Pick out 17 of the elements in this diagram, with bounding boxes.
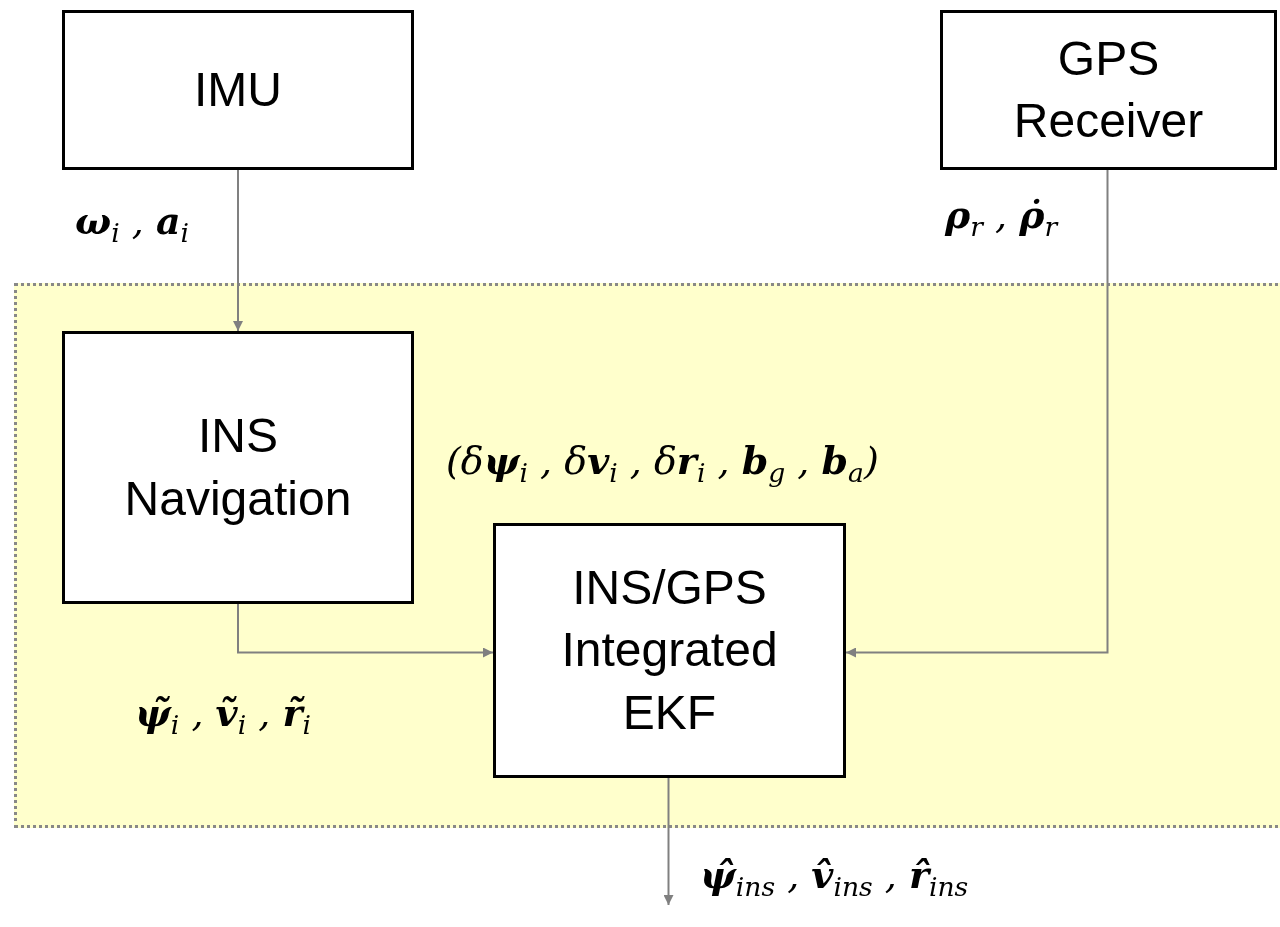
- arrow: [233, 169, 243, 332]
- arrow: [237, 603, 494, 658]
- edge-label: ρ$_{r}$ , ρ̇$_{r}$: [945, 192, 1058, 242]
- process-box: [62, 10, 414, 170]
- process-box: [62, 331, 414, 604]
- edge-label: ψ̃$_{i}$ , ṽ$_{i}$ , r̃$_{i}$: [135, 690, 311, 740]
- edge-label: ω$_{i}$ , a$_{i}$: [75, 198, 190, 248]
- highlight-region: [14, 283, 1280, 828]
- process-box: [940, 10, 1277, 170]
- arrow: [845, 169, 1109, 658]
- edge-label: ψ̂$_{ins}$ , v̂$_{ins}$ , r̂$_{ins}$: [700, 852, 969, 902]
- box-label: IMU: [194, 61, 282, 118]
- box-label: GPS Receiver: [1013, 30, 1204, 149]
- arrow: [663, 777, 674, 906]
- state-formula: (δψ$_{i}$ , δv$_{i}$ , δr$_{i}$ , b$_{g}$ , b$_{a}$): [446, 438, 879, 488]
- box-label: INS Navigation: [124, 408, 352, 527]
- box-label: INS/GPS Integrated EKF: [561, 559, 778, 741]
